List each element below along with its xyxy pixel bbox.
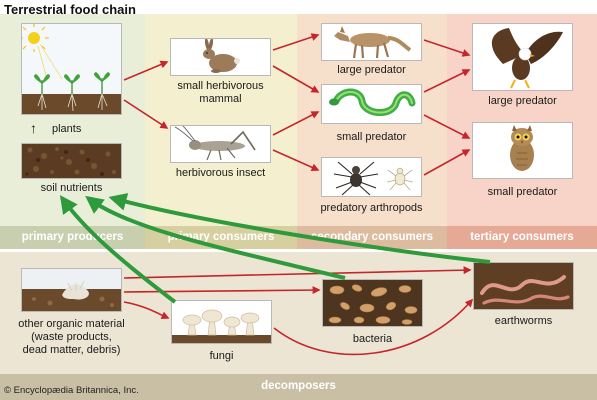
arrow-organic-to-bacteria: [124, 290, 319, 292]
arrow-coyote-to-eagle: [424, 40, 469, 55]
arrow-plants-to-mammal: [124, 62, 167, 80]
arrow-snake-to-owl: [424, 115, 469, 138]
arrow-fungi-to-earthworms: [274, 300, 472, 354]
arrow-snake-to-eagle: [424, 70, 469, 92]
arrow-insect-to-arthropods: [273, 150, 318, 170]
arrow-plants-to-insect: [124, 100, 167, 128]
arrow-arthropods-to-owl: [424, 150, 469, 175]
credit-line: © Encyclopædia Britannica, Inc.: [4, 385, 139, 396]
arrow-organic-to-earthworms: [124, 270, 470, 278]
arrow-insect-to-small-predator: [273, 112, 318, 135]
arrow-mammal-to-large-predator: [273, 35, 318, 50]
arrow-organic-to-fungi: [124, 302, 168, 318]
arrow-mammal-to-small-predator: [273, 66, 318, 92]
arrow-earthworms-to-soil: [112, 198, 490, 262]
